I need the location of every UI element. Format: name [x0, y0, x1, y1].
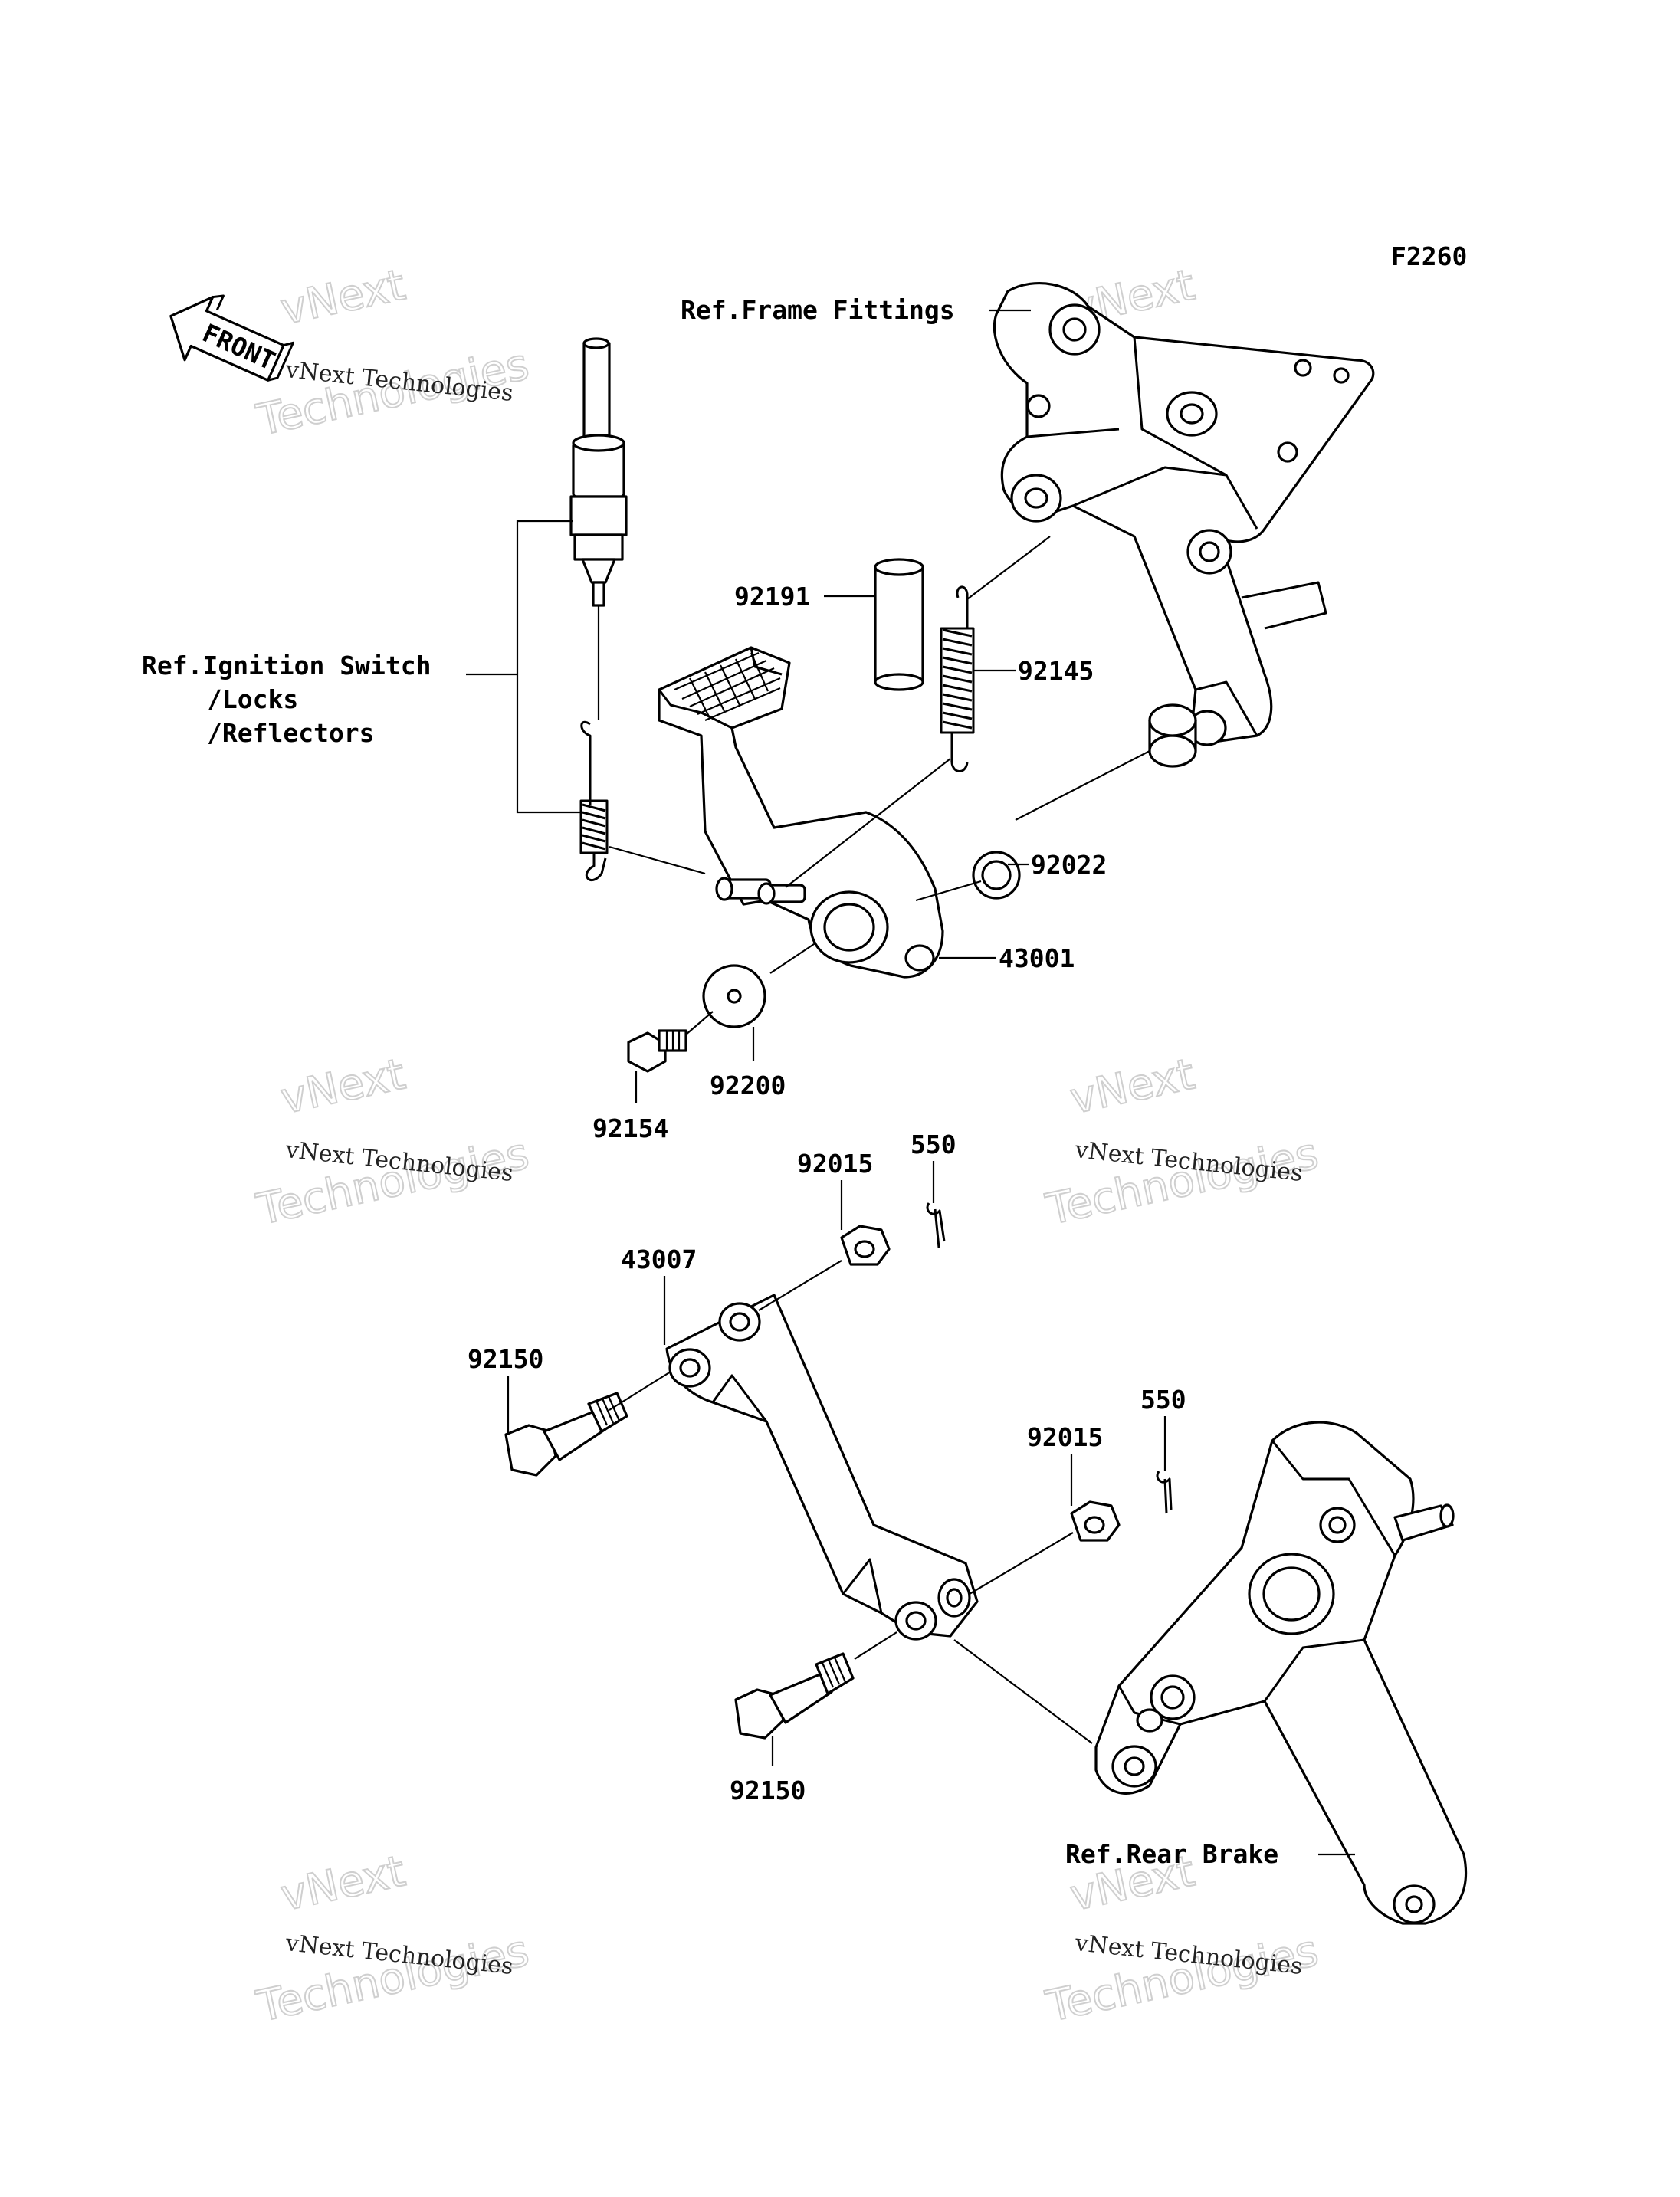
watermark-word: vNext — [277, 1049, 410, 1124]
cotter-pin-550-top — [926, 1202, 946, 1248]
part-label-92015-bottom: 92015 — [1027, 1422, 1103, 1452]
part-label-550-top: 550 — [911, 1130, 956, 1159]
watermark-word: vNext — [1066, 1049, 1199, 1124]
sleeve-92191 — [874, 558, 924, 691]
part-label-550-bottom: 550 — [1140, 1385, 1186, 1415]
switch-spring — [579, 720, 609, 882]
part-label-92150-bottom: 92150 — [730, 1776, 806, 1805]
ref-frame-fittings-label: Ref.Frame Fittings — [681, 295, 955, 325]
part-label-92022: 92022 — [1031, 850, 1107, 880]
part-label-92191: 92191 — [734, 582, 810, 612]
watermark-word: vNext — [277, 1846, 410, 1921]
part-label-92150-top: 92150 — [468, 1344, 543, 1374]
washer-92200 — [702, 964, 766, 1028]
watermark-mid-left: vNext Technologies — [251, 1048, 533, 1235]
brake-rod-43007 — [665, 1294, 979, 1641]
washer-92022 — [972, 851, 1021, 900]
cotter-pin-550-bottom — [1156, 1471, 1173, 1514]
part-label-43007: 43007 — [621, 1244, 697, 1274]
watermark-bottom-left: vNext Technologies — [251, 1845, 533, 2032]
ref-ignition-switch-label: Ref.Ignition Switch — [142, 651, 431, 680]
brake-pedal-pivot-boss — [1148, 703, 1197, 768]
nut-92015-bottom — [1070, 1500, 1121, 1542]
part-label-92145: 92145 — [1018, 656, 1094, 686]
rear-brake-lever — [1094, 1421, 1468, 1925]
ref-locks-label: /Locks — [207, 684, 298, 714]
part-label-92154: 92154 — [592, 1113, 668, 1143]
front-arrow-icon: FRONT — [169, 294, 294, 382]
brake-light-switch — [569, 337, 628, 720]
ref-reflectors-label: /Reflectors — [207, 718, 375, 748]
nut-92015-top — [840, 1225, 891, 1266]
part-label-92200: 92200 — [710, 1071, 786, 1100]
ref-bracket-ignition — [466, 520, 582, 814]
return-spring-92145 — [940, 585, 975, 772]
frame-fitting-bracket — [993, 282, 1375, 746]
watermark-mid-right: vNext Technologies — [1041, 1048, 1323, 1235]
brake-pedal — [658, 646, 944, 979]
bolt-92150-top — [504, 1392, 628, 1477]
part-label-92015-top: 92015 — [797, 1149, 873, 1179]
diagram-code: F2260 — [1391, 241, 1467, 271]
part-label-43001: 43001 — [999, 943, 1075, 973]
bolt-92154 — [627, 1029, 687, 1073]
leader-lines — [507, 309, 1355, 1856]
watermark-word: vNext — [277, 260, 410, 335]
bolt-92150-bottom — [734, 1652, 855, 1740]
ref-rear-brake-label: Ref.Rear Brake — [1065, 1839, 1278, 1869]
